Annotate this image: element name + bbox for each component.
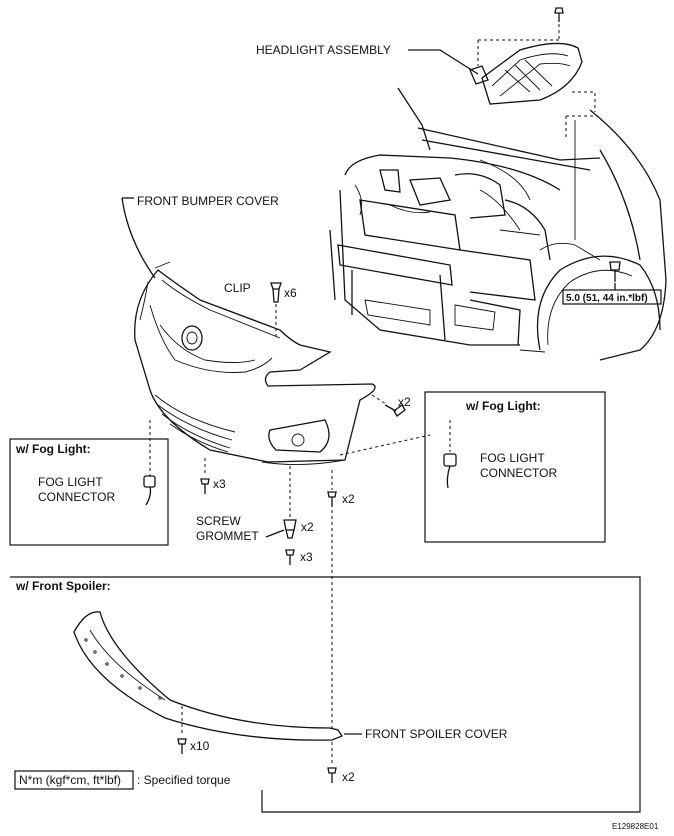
clip-label: CLIP: [224, 281, 251, 295]
spoiler-bottom-screw-icon: [327, 767, 337, 783]
screw-center-icon: [327, 491, 337, 507]
fog-connector-right-icon: [443, 453, 457, 489]
torque-bolt-icon: [609, 261, 621, 282]
legend-unit-label: N*m (kgf*cm, ft*lbf): [19, 773, 121, 787]
legend-text-label: : Specified torque: [137, 773, 231, 787]
screw-under-grommet-icon: [285, 549, 295, 565]
fog-left-line2: CONNECTOR: [38, 490, 115, 504]
front-spoiler-cover-label: FRONT SPOILER COVER: [365, 727, 508, 741]
screw-center-qty-label: x2: [342, 492, 355, 506]
screw-under-grommet-qty-label: x3: [300, 550, 313, 564]
grommet-label: GROMMET: [196, 529, 259, 543]
headlight-assembly-drawing: [469, 42, 583, 105]
figure-code: E129828E01: [612, 822, 659, 831]
legend-unit-box: [14, 770, 134, 790]
screw-label: SCREW: [196, 514, 241, 528]
front-bumper-cover-drawing: [134, 261, 376, 466]
spoiler-screw-icon: [177, 738, 187, 754]
fog-connector-left-icon: [143, 475, 156, 506]
screw-bottom-left-icon: [200, 478, 210, 494]
fog-right-line1: FOG LIGHT: [480, 451, 545, 465]
spoiler-bottom-qty-label: x2: [342, 770, 355, 784]
screw-bottom-left-qty-label: x3: [213, 477, 226, 491]
front-spoiler-title: w/ Front Spoiler:: [15, 579, 111, 593]
torque-value-box: [562, 289, 662, 305]
front-bumper-cover-label: FRONT BUMPER COVER: [137, 194, 279, 208]
torque-value-label: 5.0 (51, 44 in.*lbf): [566, 293, 648, 304]
headlight-assembly-label: HEADLIGHT ASSEMBLY: [256, 43, 391, 57]
clip-qty-label: x6: [284, 286, 297, 300]
fog-right-line2: CONNECTOR: [480, 466, 557, 480]
headlight-bolt-icon: [554, 7, 564, 22]
spoiler-screw-qty-label: x10: [190, 739, 210, 753]
fog-light-right-box: [424, 391, 606, 543]
clip-icon: [270, 282, 282, 303]
fog-right-title: w/ Fog Light:: [465, 399, 541, 413]
fog-left-line1: FOG LIGHT: [38, 475, 103, 489]
front-spoiler-box: [10, 576, 641, 813]
fog-left-title: w/ Fog Light:: [15, 442, 91, 456]
screw-right-icon: [384, 404, 406, 417]
grommet-icon: [283, 519, 297, 539]
screw-right-qty-label: x2: [398, 395, 411, 409]
front-spoiler-cover-drawing: [73, 611, 343, 741]
fog-light-left-box: [9, 438, 169, 546]
grommet-qty-label: x2: [301, 520, 314, 534]
car-front-drawing: [329, 87, 667, 361]
